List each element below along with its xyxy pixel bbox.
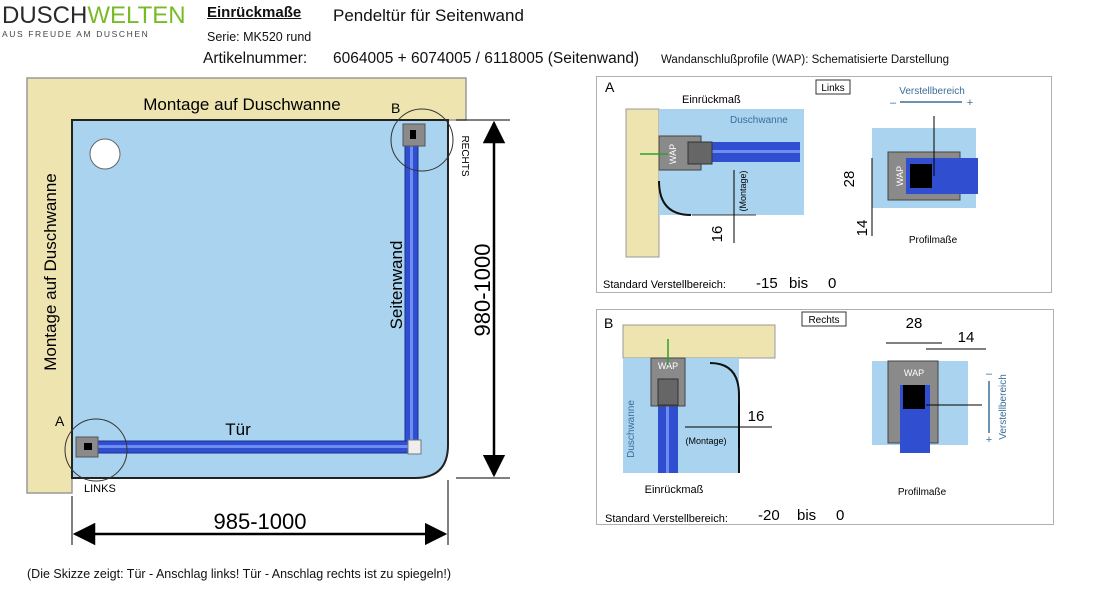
profile-a-core xyxy=(84,443,92,450)
article-number-label: Artikelnummer: xyxy=(203,50,308,67)
detail-b-wall xyxy=(622,324,776,359)
wap-note: Wandanschlußprofile (WAP): Schematisiert… xyxy=(661,54,950,66)
detail-a-range-from: -15 xyxy=(756,275,778,292)
detail-a-side: Links xyxy=(821,83,844,94)
left-corner-label: LINKS xyxy=(84,483,116,495)
detail-b-dim-14: 14 xyxy=(958,329,975,346)
height-dim-value: 980-1000 xyxy=(470,244,495,337)
detail-b-range-label: Verstellbereich xyxy=(998,374,1009,440)
detail-b-standard-label: Standard Verstellbereich: xyxy=(605,513,728,525)
floor-plan-diagram: Montage auf Duschwanne Montage auf Dusch… xyxy=(26,77,510,546)
series-label: Serie: MK520 rund xyxy=(207,30,312,44)
detail-a-tray-edge xyxy=(658,180,692,216)
detail-a-range-bis: bis xyxy=(789,275,808,292)
brand-name-part1: DUSCH xyxy=(2,2,88,29)
brand-name-part2: WELTEN xyxy=(87,2,186,29)
detail-a-side-box xyxy=(815,79,851,95)
door-label: Tür xyxy=(225,420,251,439)
shower-tray xyxy=(71,119,449,479)
detail-a-range-to: 0 xyxy=(828,275,836,292)
side-wall-inner-line xyxy=(410,136,413,446)
article-number-value: 6064005 + 6074005 / 6118005 (Seitenwand) xyxy=(333,50,640,67)
detail-b-range-bis: bis xyxy=(797,507,816,524)
detail-a-title: Einrückmaß xyxy=(682,94,741,106)
left-mount-label: Montage auf Duschwanne xyxy=(41,173,60,371)
detail-b-side: Rechts xyxy=(808,315,839,326)
detail-b-glass-line xyxy=(666,387,669,473)
detail-a-range-label: Verstellbereich xyxy=(899,86,965,97)
drain-icon xyxy=(89,138,121,170)
detail-b-panel: B Rechts Duschwanne WAP (Montage) 16 Ein… xyxy=(596,309,1054,525)
detail-a-dim-28: 28 xyxy=(841,171,858,188)
detail-b-range-from: -20 xyxy=(758,507,780,524)
page-subtitle: Pendeltür für Seitenwand xyxy=(333,6,524,25)
detail-b-range-minus: – xyxy=(986,368,993,380)
detail-b-dim-28: 28 xyxy=(906,315,923,332)
corner-connector xyxy=(407,439,422,455)
brand-name: DUSCHWELTEN xyxy=(2,4,202,28)
detail-b-letter: B xyxy=(604,315,613,331)
detail-b-tray-label: Duschwanne xyxy=(626,400,637,458)
detail-a-letter: A xyxy=(605,79,615,95)
detail-b-range-plus: + xyxy=(986,434,992,446)
detail-b-side-box xyxy=(801,311,847,327)
footnote: (Die Skizze zeigt: Tür - Anschlag links!… xyxy=(27,567,452,581)
detail-a-dim-16: 16 xyxy=(709,226,726,243)
detail-b-tray-edge xyxy=(709,362,740,473)
detail-a-montage: (Montage) xyxy=(738,170,748,211)
detail-a-dim-14: 14 xyxy=(854,220,871,237)
top-mount-label: Montage auf Duschwanne xyxy=(143,95,341,114)
detail-a-wall xyxy=(625,108,660,258)
corner-b-label: B xyxy=(391,100,400,116)
detail-b-profile-channel xyxy=(657,378,679,406)
detail-a-profile-channel xyxy=(687,141,713,165)
detail-b-title: Einrückmaß xyxy=(645,484,704,496)
detail-a-range-minus: – xyxy=(890,97,897,109)
brand-tagline: AUS FREUDE AM DUSCHEN xyxy=(2,29,150,39)
detail-b-profile-wap: WAP xyxy=(904,368,924,378)
page-heading: Einrückmaße xyxy=(207,4,302,21)
brand-logo: DUSCHWELTEN AUS FREUDE AM DUSCHEN xyxy=(2,4,202,40)
detail-a-profile-wap: WAP xyxy=(895,166,905,186)
width-dim-value: 985-1000 xyxy=(214,509,307,534)
detail-b-profile-core xyxy=(903,385,925,409)
profile-b-core xyxy=(410,130,416,139)
detail-circle-a xyxy=(64,418,128,482)
corner-a-label: A xyxy=(55,413,65,429)
detail-a-standard-label: Standard Verstellbereich: xyxy=(603,279,726,291)
side-wall-label: Seitenwand xyxy=(387,241,406,330)
detail-a-panel: A Einrückmaß Links Duschwanne WAP (Monta… xyxy=(596,76,1052,293)
detail-a-glass-line xyxy=(688,150,800,153)
detail-b-profile-label: Profilmaße xyxy=(898,487,947,498)
detail-b-range-to: 0 xyxy=(836,507,844,524)
detail-b-wap: WAP xyxy=(658,361,678,371)
right-side-label: RECHTS xyxy=(459,135,470,176)
detail-a-tray-label: Duschwanne xyxy=(730,115,788,126)
detail-a-wap: WAP xyxy=(668,144,678,164)
detail-a-profile-core xyxy=(910,164,932,188)
detail-b-dim-16: 16 xyxy=(748,408,765,425)
detail-a-range-plus: + xyxy=(967,97,973,109)
door-inner-line xyxy=(84,445,412,448)
detail-a-profile-label: Profilmaße xyxy=(909,235,958,246)
detail-circle-b xyxy=(390,108,454,172)
detail-b-montage: (Montage) xyxy=(685,436,726,446)
